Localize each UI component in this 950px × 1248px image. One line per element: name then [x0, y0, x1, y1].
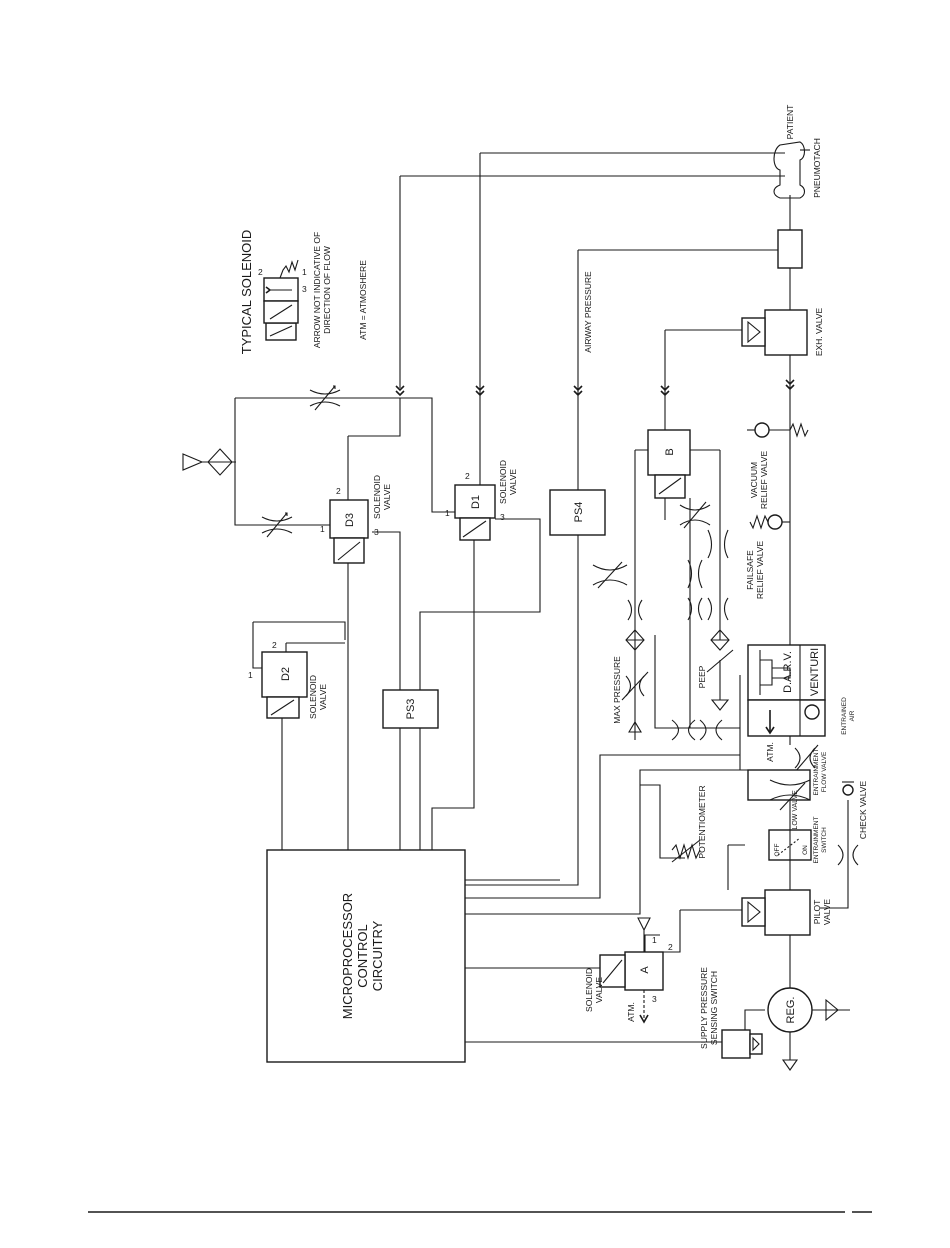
entrainment-switch-2: SWITCH [821, 827, 828, 853]
ps4-box [549, 489, 606, 536]
legend-port-2: 2 [258, 267, 263, 277]
microprocessor-box [266, 849, 466, 1063]
a-port-1: 1 [652, 935, 657, 945]
exh-valve-label: EXH. VALVE [814, 307, 824, 356]
pilot-label-1: PILOT [812, 900, 822, 925]
vacuum-label-2: RELIEF VALVE [759, 451, 769, 510]
ps3-label: PS3 [405, 699, 417, 720]
d1-port-3: 3 [500, 512, 505, 522]
a-solenoid-label: SOLENOID [584, 968, 594, 1012]
airway-pressure-label: AIRWAY PRESSURE [583, 271, 593, 353]
potentiometer-label: POTENTIOMETER [697, 785, 707, 858]
solenoid-d2 [261, 651, 308, 719]
d1-solenoid-label: SOLENOID [498, 460, 508, 504]
solenoid-d3 [329, 499, 369, 564]
microprocessor-line3: CIRCUITRY [370, 920, 385, 991]
a-port-2: 2 [668, 942, 673, 952]
d3-port-3: 3 [374, 527, 379, 537]
d2-valve-label: VALVE [318, 684, 328, 710]
darv-label: D.A.R.V. [782, 651, 794, 693]
max-pressure-label: MAX PRESSURE [612, 656, 622, 724]
supply-label-2: SENSING SWITCH [709, 971, 719, 1045]
entrainment-flow-2: FLOW VALVE [821, 751, 828, 792]
line-arrow-markers [395, 379, 795, 397]
entrainment-switch [768, 829, 812, 861]
entrained-air-2: AIR [849, 710, 856, 721]
potentiometer [671, 839, 701, 863]
ps4-label: PS4 [573, 502, 585, 523]
peep-regulator [706, 629, 734, 711]
pilot-valve [741, 889, 811, 936]
pneumotach-label: PNEUMOTACH [812, 138, 822, 198]
patient-label: PATIENT [785, 105, 795, 140]
a-valve-label: VALVE [594, 977, 604, 1003]
reg-label: REG. [785, 997, 797, 1024]
d2-port-1: 1 [248, 670, 253, 680]
solenoid-a [599, 917, 664, 1024]
a-atm-label: ATM. [626, 1002, 636, 1022]
solenoid-d1 [454, 484, 496, 541]
legend-note-line2: DIRECTION OF FLOW [322, 246, 332, 334]
a-label: A [639, 966, 651, 974]
check-valve-label: CHECK VALVE [858, 781, 868, 840]
intake-filter [182, 448, 236, 476]
d3-solenoid-label: SOLENOID [372, 475, 382, 519]
vacuum-relief-valve [747, 422, 809, 438]
typical-solenoid-title: TYPICAL SOLENOID [239, 230, 254, 355]
d2-port-2: 2 [272, 640, 277, 650]
max-pressure-regulator [621, 629, 649, 733]
darv-venturi-block [747, 644, 826, 737]
check-valve [837, 781, 859, 866]
d2-solenoid-label: SOLENOID [308, 675, 318, 719]
supply-pressure-switch [721, 1029, 763, 1059]
failsafe-label-2: RELIEF VALVE [755, 541, 765, 600]
d1-port-1: 1 [445, 508, 450, 518]
d3-label: D3 [344, 513, 356, 527]
valve-b [647, 429, 691, 499]
failsafe-label-1: FAILSAFE [745, 550, 755, 590]
pilot-label-2: VALVE [822, 899, 832, 925]
entrainment-flow-1: ENTRAINMENT [813, 749, 820, 796]
exhalation-sensor-box [777, 229, 803, 269]
d1-valve-label: VALVE [508, 469, 518, 495]
d3-port-2: 2 [336, 486, 341, 496]
entrainment-switch-1: ENTRAINMENT [813, 817, 820, 864]
flow-restrictors-top [261, 385, 341, 538]
entrained-air-1: ENTRAINED [841, 697, 848, 735]
ps3-box [382, 689, 439, 729]
d3-port-1: 1 [320, 524, 325, 534]
microprocessor-line1: MICROPROCESSOR [340, 893, 355, 1019]
darv-atm-label: ATM. [765, 742, 775, 762]
switch-off-label: OFF [774, 843, 781, 856]
legend-note-line1: ARROW NOT INDICATIVE OF [312, 232, 322, 348]
vacuum-label-1: VACUUM [749, 462, 759, 498]
typical-solenoid-symbol [263, 259, 299, 341]
flow-restrictors-middle [592, 501, 729, 741]
legend-port-3: 3 [302, 284, 307, 294]
failsafe-relief-valve [749, 514, 790, 530]
switch-on-label: ON [802, 845, 809, 855]
entrainment-flow-valve [794, 744, 819, 773]
peep-label: PEEP [697, 665, 707, 688]
d3-valve-label: VALVE [382, 484, 392, 510]
a-port-3: 3 [652, 994, 657, 1004]
pneumotach [773, 141, 810, 199]
piping-lines [88, 152, 872, 1213]
flow-valve-label: FLOW VALVE [792, 790, 799, 834]
flow-valve-block [747, 769, 811, 811]
legend-atm-note: ATM = ATMOSHERE [358, 260, 368, 340]
exhalation-valve [741, 309, 808, 356]
d1-port-2: 2 [465, 471, 470, 481]
legend-port-1: 1 [302, 267, 307, 277]
regulator [767, 987, 839, 1071]
microprocessor-line2: CONTROL [355, 924, 370, 988]
d1-label: D1 [470, 495, 482, 509]
d2-label: D2 [280, 667, 292, 681]
b-label: B [664, 448, 676, 455]
venturi-label: VENTURI [809, 648, 821, 696]
supply-label-1: SUPPLY PRESSURE [699, 967, 709, 1049]
